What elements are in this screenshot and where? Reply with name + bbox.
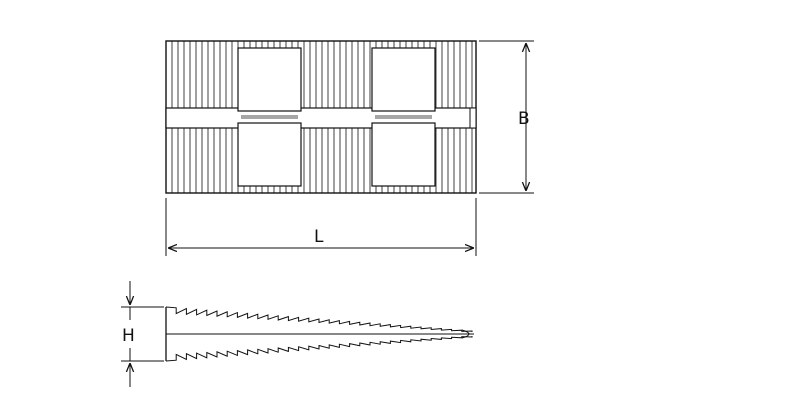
- wedge-teeth-bottom: [165, 336, 473, 362]
- dimension-l: [165, 198, 477, 256]
- dimension-l-label: L: [314, 227, 324, 247]
- dimension-b: [479, 40, 534, 194]
- pad-bottom-right: [371, 122, 436, 187]
- dimension-b-label: B: [518, 109, 530, 129]
- pad-top-right: [371, 47, 436, 112]
- wedge-teeth-top: [165, 306, 473, 332]
- top-view: [165, 40, 477, 194]
- dimension-h-label: H: [122, 326, 135, 346]
- dimension-h: [121, 281, 164, 387]
- wedge-tip: [461, 329, 470, 339]
- pad-top-left: [237, 47, 302, 112]
- side-view: [165, 306, 474, 362]
- pad-bottom-left: [237, 122, 302, 187]
